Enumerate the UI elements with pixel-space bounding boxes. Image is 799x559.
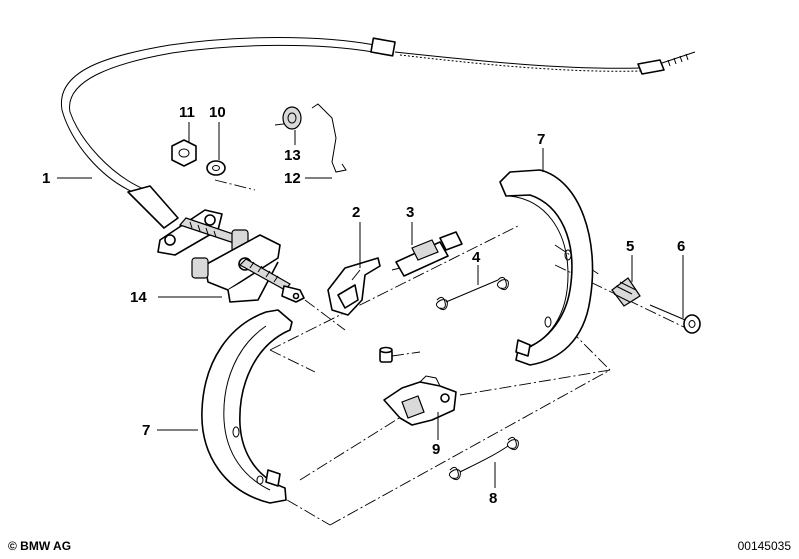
pin-part [649, 304, 701, 334]
label-part-14: 14 [130, 289, 147, 306]
label-part-13: 13 [284, 147, 301, 164]
upper-spring-part [435, 276, 509, 311]
label-part-3: 3 [406, 204, 414, 221]
label-part-12: 12 [284, 170, 301, 187]
adjuster-part [391, 231, 463, 277]
brake-shoe-upper [499, 169, 594, 366]
label-part-5: 5 [626, 238, 634, 255]
brake-shoe-lower [201, 309, 293, 504]
copyright-text: © BMW AG [8, 539, 72, 553]
part-labels: 1 11 10 13 12 2 3 4 7 5 6 14 7 9 8 [42, 104, 685, 507]
expander-bracket-assembly [157, 209, 305, 303]
label-part-1: 1 [42, 170, 50, 187]
leader-lines [57, 122, 684, 488]
label-part-4: 4 [472, 249, 481, 266]
washer-part [206, 160, 226, 176]
spring-clip-part [311, 103, 347, 173]
lower-spring-part [448, 436, 519, 481]
catalog-number: 00145035 [737, 539, 791, 553]
label-part-6: 6 [677, 238, 685, 255]
label-part-7-lower: 7 [142, 422, 150, 439]
label-part-8: 8 [489, 490, 497, 507]
hex-nut-part [171, 139, 197, 167]
label-part-2: 2 [352, 204, 360, 221]
lever-part [327, 257, 381, 316]
label-part-7-upper: 7 [537, 131, 545, 148]
retainer-spring-part [611, 277, 641, 307]
expander-lock-part [383, 375, 457, 426]
label-part-11: 11 [179, 104, 195, 121]
label-part-10: 10 [209, 104, 226, 121]
label-part-9: 9 [432, 441, 440, 458]
bowden-cable [60, 37, 696, 229]
grommet-part [282, 106, 302, 130]
dowel-part [379, 346, 393, 363]
